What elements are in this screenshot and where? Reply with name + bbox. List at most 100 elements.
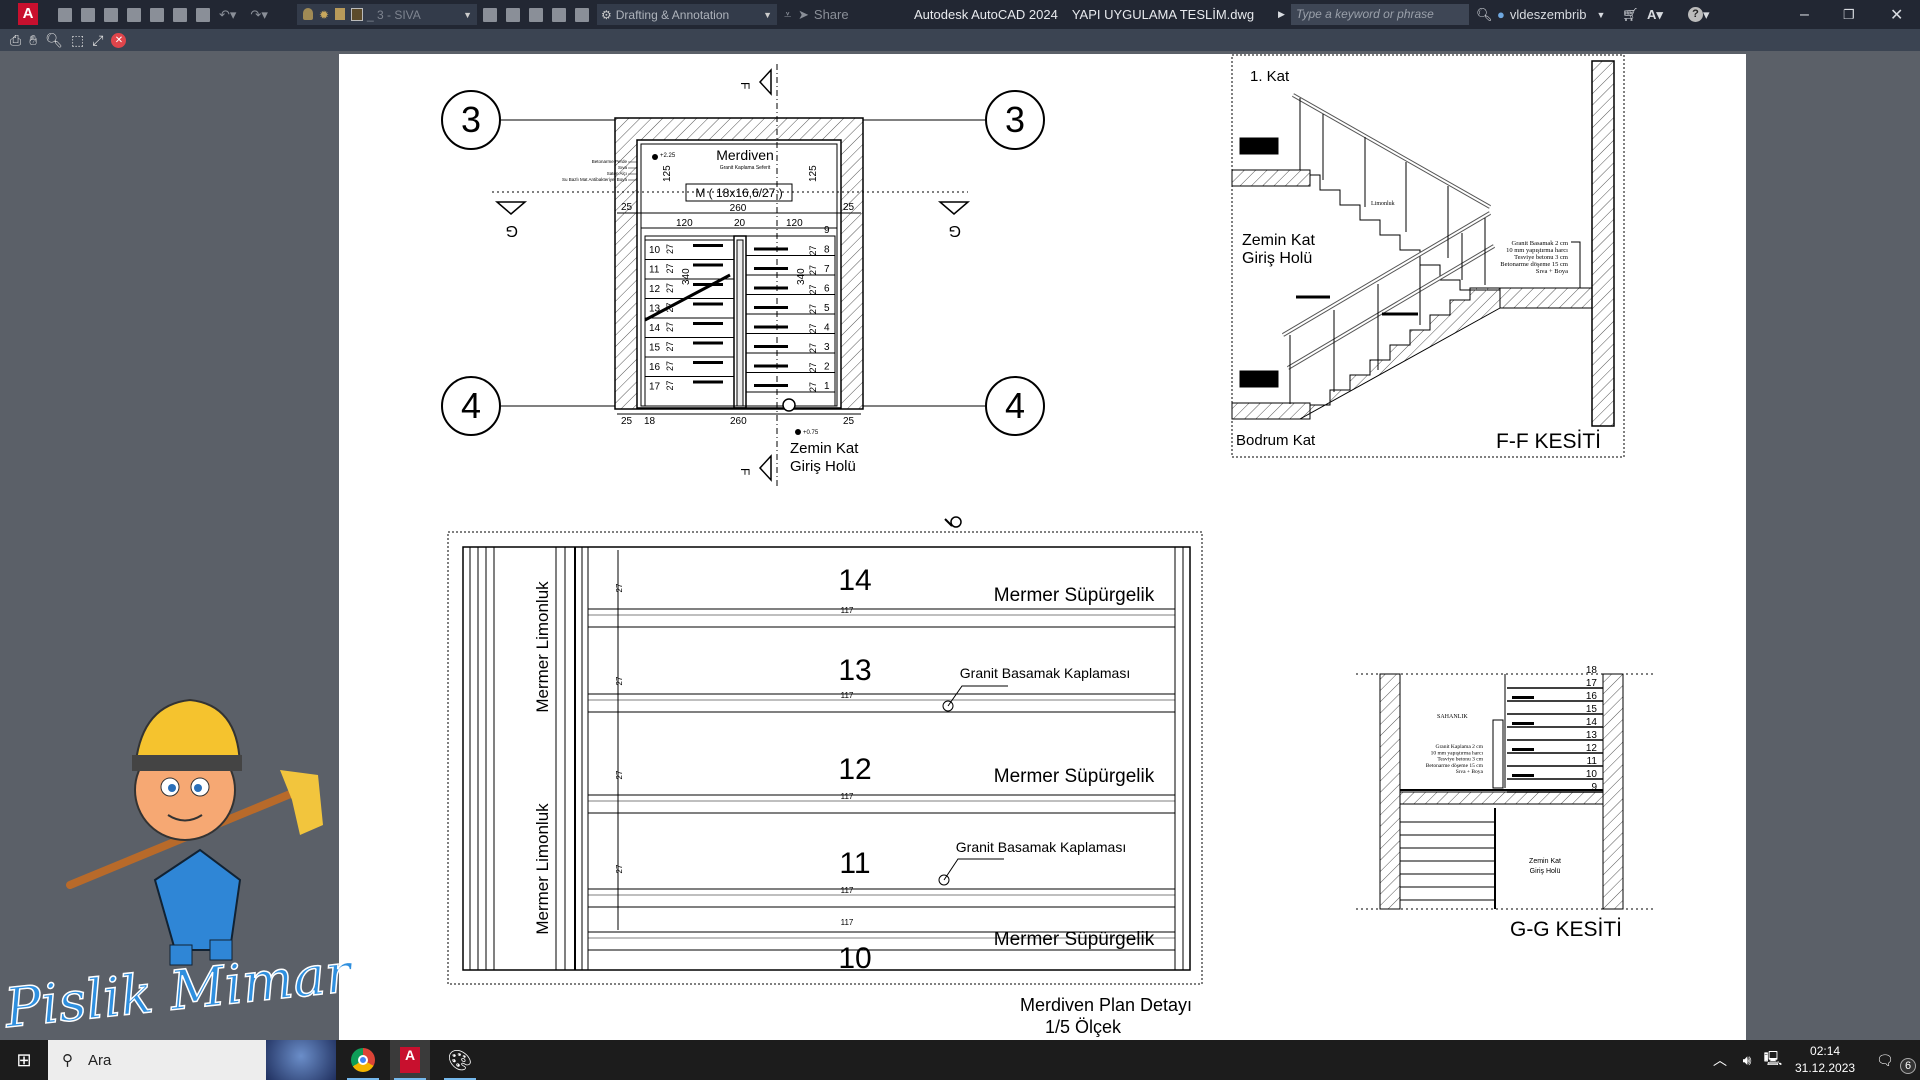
tread-mark xyxy=(693,341,723,345)
dim-text: 25 xyxy=(621,416,633,427)
section-title: G-G KESİTİ xyxy=(1510,918,1622,941)
zoom-window-icon[interactable]: ⬚ xyxy=(70,32,85,48)
tread-mark xyxy=(754,247,788,251)
step-number: 13 xyxy=(1586,730,1598,741)
notification-center-button[interactable]: 🗨 6 xyxy=(1872,1040,1918,1080)
gg-steps xyxy=(1400,687,1603,901)
open-file-icon[interactable] xyxy=(81,7,95,22)
detail-title: Merdiven Plan Detayı xyxy=(1020,995,1192,1015)
chevron-right-icon[interactable]: ▶ xyxy=(1278,9,1285,19)
save-as-icon[interactable] xyxy=(127,7,141,22)
print-icon[interactable]: ⎙ xyxy=(10,32,22,48)
start-button[interactable]: ⊞ xyxy=(4,1040,44,1080)
elevation-icon xyxy=(795,429,801,435)
search-icon: ⚲ xyxy=(62,1052,73,1069)
step-number: 16 xyxy=(1586,691,1598,702)
sun-icon: ✹ xyxy=(319,8,330,22)
workspace-dropdown[interactable]: ⚙ Drafting & Annotation ▼ xyxy=(597,4,777,25)
help-icon[interactable]: ?▾ xyxy=(1688,0,1710,29)
dim-text: 27 xyxy=(665,283,675,293)
minimize-button[interactable]: – xyxy=(1800,5,1809,23)
save-web-icon[interactable] xyxy=(173,7,187,22)
step-number: 6 xyxy=(824,284,830,295)
user-account-button[interactable]: ● vldeszembrib ▼ xyxy=(1497,0,1605,29)
dim-text: 25 xyxy=(843,202,855,213)
step-number: 7 xyxy=(824,264,830,275)
layer-properties-icon[interactable] xyxy=(483,7,497,22)
clock-date: 31.12.2023 xyxy=(1795,1061,1856,1075)
chevron-down-icon: ▼ xyxy=(1596,9,1606,20)
windows-taskbar: ⊞ ⚲ Ara A 🎨︎ ︿ 🔊︎ 🖳 02:14 31.12.2023 🗨 6 xyxy=(0,1040,1920,1080)
taskbar-chrome[interactable] xyxy=(343,1040,383,1080)
axis-label: 4 xyxy=(1005,385,1025,426)
dim-text: 25 xyxy=(843,416,855,427)
save-icon[interactable] xyxy=(104,7,118,22)
autodesk-app-icon[interactable]: A▾ xyxy=(1647,6,1663,22)
network-icon[interactable]: 🖳 xyxy=(1763,1050,1783,1066)
undo-icon[interactable]: ↶▾ xyxy=(219,6,237,22)
help-search-input[interactable]: Type a keyword or phrase xyxy=(1291,4,1469,25)
chevron-down-icon: ▼ xyxy=(463,9,472,20)
hall-label: Giriş Holü xyxy=(790,458,856,475)
lightbulb-icon xyxy=(303,8,313,20)
tread-mark xyxy=(693,283,723,286)
axis-bubble xyxy=(985,90,1045,150)
zoom-icon[interactable]: 🔍︎ xyxy=(45,32,63,48)
dim-text: 27 xyxy=(615,676,624,685)
stair-formula: M ( 18x16,6/27 ) xyxy=(695,186,782,200)
publish-icon[interactable] xyxy=(529,7,543,22)
plot-icon[interactable] xyxy=(196,7,210,22)
stringer-label: Limonluk xyxy=(1371,201,1395,207)
hall-label: Zemin Kat xyxy=(1529,858,1561,865)
customize-qat-button[interactable]: ⩡ xyxy=(784,6,792,22)
layer-note: 10 mm yapıştırma harcı xyxy=(1506,247,1568,254)
dim-text: 27 xyxy=(808,343,818,353)
taskbar-clock[interactable]: 02:14 31.12.2023 xyxy=(1795,1043,1855,1077)
windows-icon: ⊞ xyxy=(16,1049,32,1070)
taskbar-search-box[interactable]: ⚲ Ara xyxy=(48,1040,336,1080)
dim-text: 260 xyxy=(730,416,747,427)
dim-text: 117 xyxy=(841,918,854,927)
step-number: 9 xyxy=(824,225,830,236)
show-hidden-icons-button[interactable]: ︿ xyxy=(1713,1052,1727,1068)
match-layer-icon[interactable] xyxy=(506,7,520,22)
search-highlight-image xyxy=(266,1040,336,1080)
dim-text: 27 xyxy=(665,361,675,371)
close-button[interactable]: ✕ xyxy=(1890,6,1904,24)
search-icon[interactable]: 🔍︎ xyxy=(1476,6,1493,22)
close-preview-icon[interactable]: ✕ xyxy=(111,33,127,48)
new-file-icon[interactable] xyxy=(58,7,72,22)
layer-note: Granit Basamak 2 cm xyxy=(1512,240,1569,247)
sheet-icon[interactable] xyxy=(552,7,566,22)
wall-note: Saten Alçı xyxy=(607,171,627,176)
open-web-icon[interactable] xyxy=(150,7,164,22)
taskbar-paint[interactable]: 🎨︎ xyxy=(440,1040,480,1080)
tread-mark xyxy=(693,263,723,267)
dim-text: 117 xyxy=(841,606,854,615)
step-number: 14 xyxy=(838,564,871,597)
plot-preview-toolbar: ⎙ ✋︎ 🔍︎ ⬚ ⤢ ✕ xyxy=(0,29,1920,51)
layer-dropdown[interactable]: _ 3 - SIVA ▼ ✹ xyxy=(297,4,477,25)
layer-name: _ 3 - SIVA xyxy=(367,7,421,22)
step-number: 4 xyxy=(824,323,830,334)
dim-text: 340 xyxy=(681,268,692,285)
zoom-original-icon[interactable]: ⤢ xyxy=(92,32,104,48)
step-number: 8 xyxy=(824,245,830,256)
step-number: 10 xyxy=(1586,769,1598,780)
step-number: 15 xyxy=(649,343,661,354)
step-number: 2 xyxy=(824,362,830,373)
pan-hand-icon[interactable]: ✋︎ xyxy=(29,32,38,48)
taskbar-autocad[interactable]: A xyxy=(390,1040,430,1080)
autocad-app-menu-button[interactable]: A xyxy=(18,3,38,25)
cart-icon[interactable]: 🛒︎ xyxy=(1622,6,1639,22)
markup-icon[interactable] xyxy=(575,7,589,22)
floor-label: Bodrum Kat xyxy=(1236,432,1316,449)
share-button[interactable]: ➤ Share xyxy=(798,0,849,29)
volume-icon[interactable]: 🔊︎ xyxy=(1742,1051,1752,1068)
restore-button[interactable]: ❐ xyxy=(1843,6,1855,22)
redo-icon[interactable]: ↷▾ xyxy=(250,6,268,22)
